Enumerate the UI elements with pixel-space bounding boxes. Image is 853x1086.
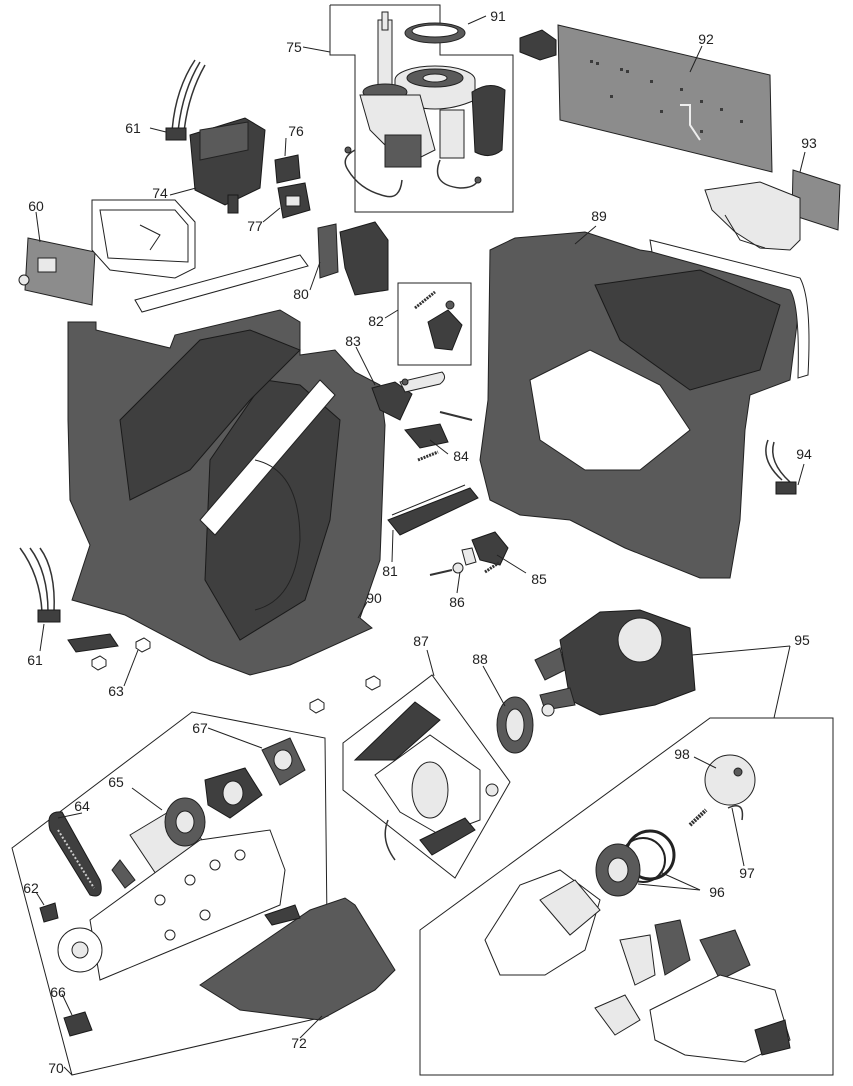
label-87: 87 xyxy=(413,633,429,649)
leader-lines xyxy=(35,15,806,1076)
left-housing-part-90 xyxy=(67,309,386,676)
rail-part-81 xyxy=(387,484,479,536)
latch-part-84 xyxy=(404,423,449,462)
label-74: 74 xyxy=(152,185,168,201)
label-96: 96 xyxy=(709,884,725,900)
label-70: 70 xyxy=(48,1060,64,1076)
label-61-lower: 61 xyxy=(27,652,43,668)
label-77: 77 xyxy=(247,218,263,234)
label-98: 98 xyxy=(674,746,690,762)
label-89: 89 xyxy=(591,208,607,224)
motor-assembly-group-70 xyxy=(11,711,329,1076)
label-83: 83 xyxy=(345,333,361,349)
label-94: 94 xyxy=(796,446,812,462)
switch-part-76 xyxy=(274,154,301,184)
label-81: 81 xyxy=(382,563,398,579)
label-75: 75 xyxy=(286,39,302,55)
label-92: 92 xyxy=(698,31,714,47)
pin-part-86 xyxy=(429,547,477,576)
part-labels: 60 61 61 62 63 64 65 66 67 70 72 74 75 7… xyxy=(23,8,817,1076)
label-97: 97 xyxy=(739,865,755,881)
brew-detail-group xyxy=(419,717,834,1076)
sensor-board-part-93 xyxy=(704,169,841,251)
sensor-part-94 xyxy=(765,439,797,495)
label-62: 62 xyxy=(23,880,39,896)
label-85: 85 xyxy=(531,571,547,587)
label-80: 80 xyxy=(293,286,309,302)
relay-part-77 xyxy=(277,182,311,219)
label-61-upper: 61 xyxy=(125,120,141,136)
label-88: 88 xyxy=(472,651,488,667)
control-board-part-92 xyxy=(519,24,773,173)
label-72: 72 xyxy=(291,1035,307,1051)
label-93: 93 xyxy=(801,135,817,151)
bracket-part-80 xyxy=(317,221,389,296)
label-64: 64 xyxy=(74,798,90,814)
label-90: 90 xyxy=(366,590,382,606)
label-91: 91 xyxy=(490,8,506,24)
holder-part-74 xyxy=(189,117,266,214)
drip-assembly-group-87 xyxy=(342,674,511,879)
valve-part-88 xyxy=(496,696,555,754)
wire-harness-part-61-upper xyxy=(165,59,206,141)
label-67: 67 xyxy=(192,720,208,736)
label-86: 86 xyxy=(449,594,465,610)
spring-detail-part-82 xyxy=(397,282,472,366)
label-65: 65 xyxy=(108,774,124,790)
label-82: 82 xyxy=(368,313,384,329)
label-84: 84 xyxy=(453,448,469,464)
label-63: 63 xyxy=(108,683,124,699)
lever-part-83 xyxy=(371,371,446,421)
gasket-part-91 xyxy=(404,22,466,44)
screw xyxy=(439,411,473,421)
label-95: 95 xyxy=(794,632,810,648)
cam-part-85 xyxy=(471,531,509,574)
drip-tray-part-72 xyxy=(199,897,396,1021)
right-housing-part-89 xyxy=(479,231,810,579)
seal-strip xyxy=(134,254,309,313)
label-66: 66 xyxy=(50,984,66,1000)
power-board-part-60 xyxy=(18,199,196,306)
nuts-part-63 xyxy=(67,633,381,714)
brew-unit-part-95 xyxy=(534,609,696,716)
label-76: 76 xyxy=(288,123,304,139)
label-60: 60 xyxy=(28,198,44,214)
wire-harness-part-61-lower xyxy=(19,547,61,623)
grinder-assembly-group xyxy=(329,4,514,213)
